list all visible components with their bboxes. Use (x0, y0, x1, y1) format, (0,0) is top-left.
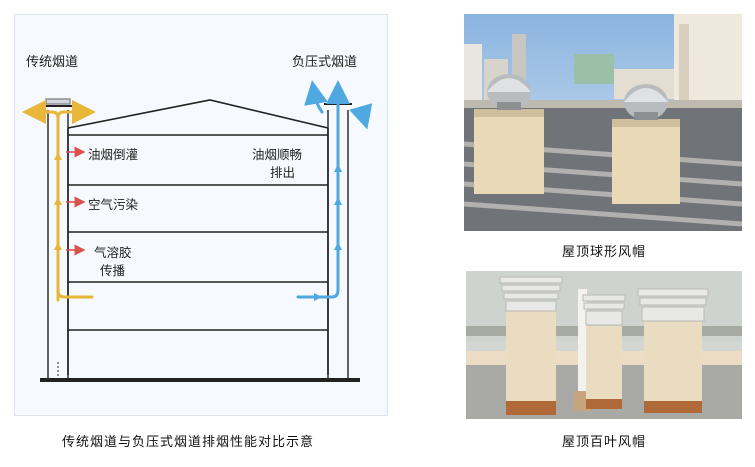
label-aerosol: 气溶胶 (94, 245, 132, 260)
diagram-caption: 传统烟道与负压式烟道排烟性能对比示意 (62, 435, 315, 450)
traditional-chimney (44, 98, 72, 378)
label-aerosol-spread: 传播 (100, 263, 126, 278)
photo-bottom-caption: 屋顶百叶风帽 (562, 435, 647, 450)
label-air-pollution: 空气污染 (88, 197, 139, 212)
photo-spherical-ventilator (464, 14, 742, 231)
label-backflow: 油烟倒灌 (88, 147, 139, 162)
building-outline (40, 99, 360, 382)
photo-louver-ventilator (466, 271, 742, 419)
traditional-flow (22, 100, 96, 302)
backflow-arrows (66, 146, 86, 256)
label-negative-chimney: 负压式烟道 (292, 55, 358, 70)
negative-flow (296, 80, 373, 299)
label-smooth-exhaust: 油烟顺畅 (252, 147, 303, 162)
traditional-flow-arrows (54, 152, 62, 250)
label-exhaust-out: 排出 (270, 165, 296, 180)
negative-flow-arrows (314, 164, 342, 301)
label-traditional-chimney: 传统烟道 (26, 55, 79, 70)
photo-top-caption: 屋顶球形风帽 (562, 245, 647, 260)
